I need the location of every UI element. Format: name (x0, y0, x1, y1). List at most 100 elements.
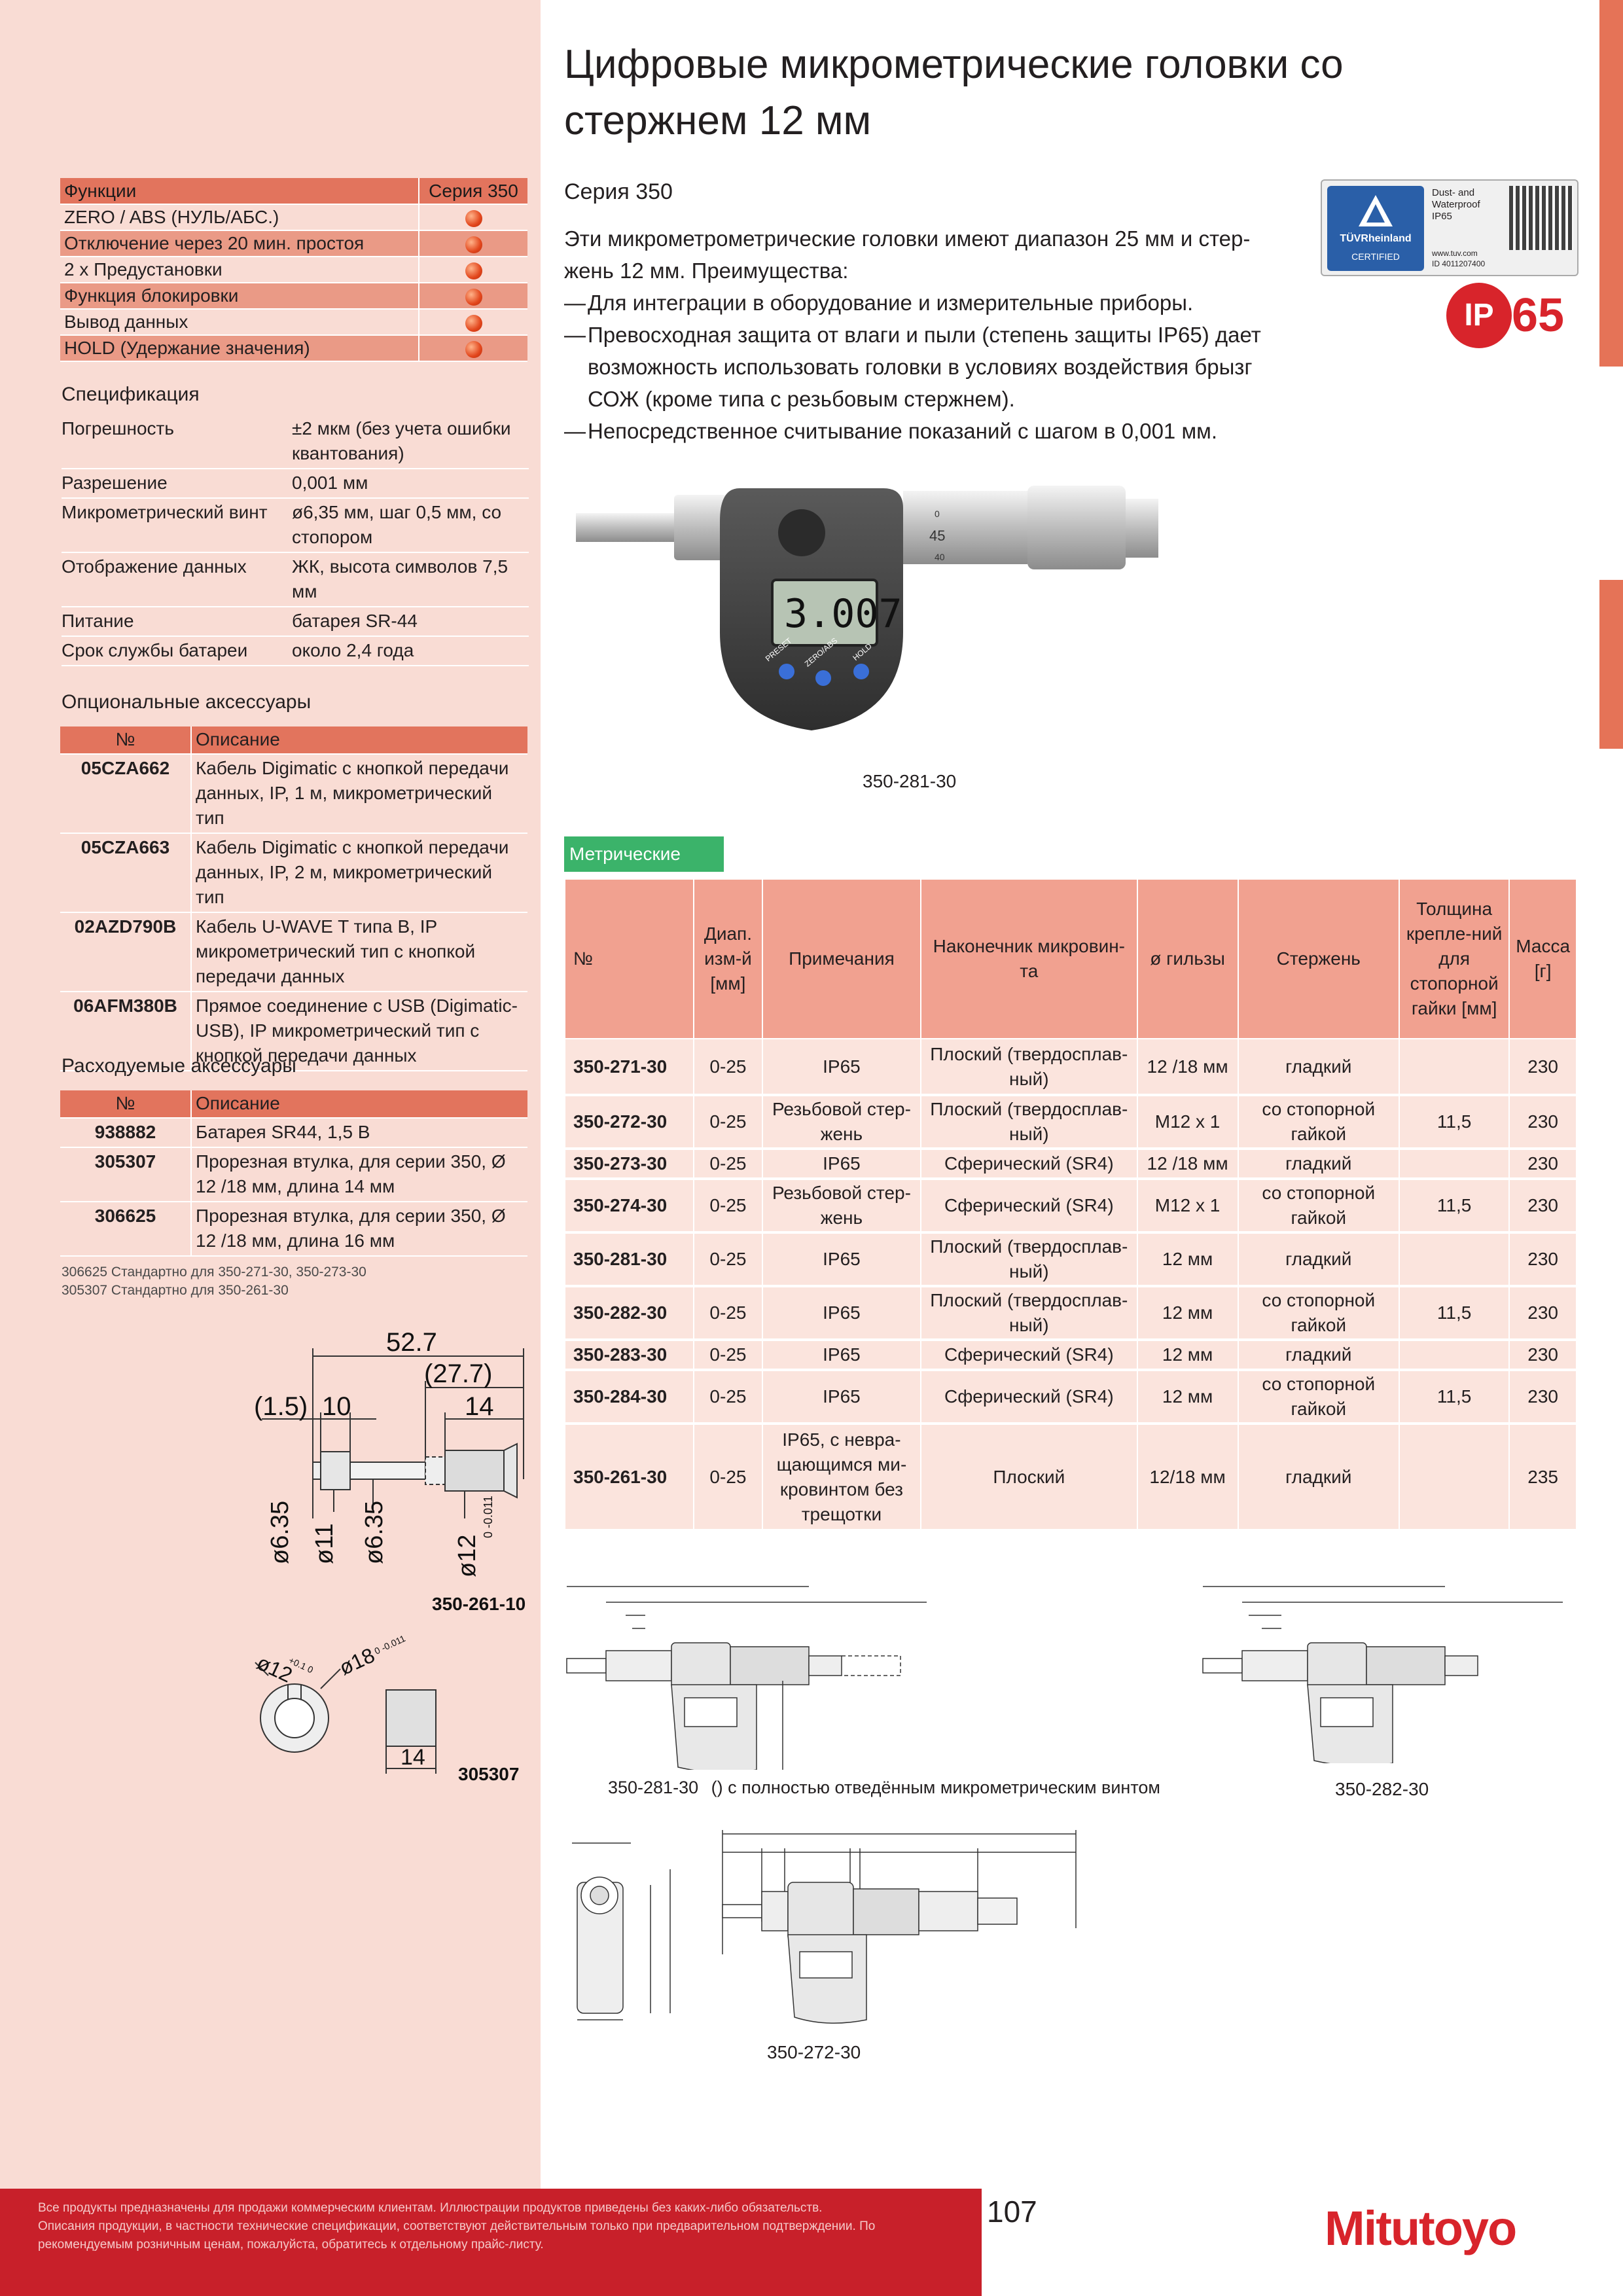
row-rod: гладкий (1237, 1232, 1400, 1287)
row-rod: со стопорной гайкой (1237, 1285, 1400, 1341)
optional-heading: Опциональные аксессуары (62, 691, 312, 713)
footer-disclaimer: Все продукты предназначены для продажи к… (0, 2189, 982, 2296)
col-tip: Наконечник микровин-та (920, 878, 1138, 1039)
accessory-code: 05CZA662 (60, 754, 192, 834)
col-d: ø гильзы (1136, 878, 1239, 1039)
row-nut (1398, 1148, 1510, 1180)
lcd-display: 3.007 (784, 591, 902, 637)
row-note: IP65, с невра-щающимся ми-кровинтом без … (761, 1423, 922, 1530)
sleeve-dim-18-tol: 0 -0.011 (373, 1633, 408, 1657)
scale-40: 40 (935, 552, 945, 562)
footer-line: Описания продукции, в частности техничес… (38, 2219, 876, 2233)
col-rod: Стержень (1237, 878, 1400, 1039)
dot-icon (465, 314, 482, 332)
sleeve-caption: 305307 (458, 1764, 519, 1784)
row-no: 350-273-30 (563, 1148, 695, 1180)
row-range: 0-25 (693, 1369, 763, 1425)
row-d: 12 мм (1136, 1369, 1239, 1425)
tuv-triangle-icon (1359, 195, 1393, 226)
row-nut (1398, 1038, 1510, 1096)
row-range: 0-25 (693, 1038, 763, 1096)
drawing-c-caption: 350-272-30 (767, 2042, 861, 2062)
row-mass: 230 (1508, 1369, 1577, 1425)
accessory-desc: Кабель U-WAVE T типа B, IP микрометричес… (191, 912, 527, 992)
ip65-badge: IP 65 (1446, 283, 1571, 348)
function-label: ZERO / ABS (НУЛЬ/АБС.) (60, 204, 419, 231)
dot-icon (465, 209, 482, 227)
row-range: 0-25 (693, 1339, 763, 1371)
functions-header: Функции (60, 178, 419, 205)
accessory-code: 02AZD790B (60, 912, 192, 992)
spec-key: Питание (62, 607, 292, 637)
row-mass: 230 (1508, 1148, 1577, 1180)
dot-icon (465, 288, 482, 306)
row-no: 350-271-30 (563, 1038, 695, 1096)
row-nut: 11,5 (1398, 1094, 1510, 1150)
accessory-code: 06AFM380B (60, 992, 192, 1071)
consumable-desc: Прорезная втулка, для серии 350, Ø 12 /1… (191, 1147, 527, 1202)
row-d: 12 мм (1136, 1232, 1239, 1287)
dot-icon (465, 340, 482, 358)
consumable-code: 306625 (60, 1202, 192, 1257)
accessory-desc: Прямое соединение с USB (Digimatic-USB),… (191, 992, 527, 1071)
spec-value: ЖК, высота символов 7,5 мм (292, 552, 529, 607)
specification-table: Погрешность±2 мкм (без учета ошибки кван… (62, 415, 529, 666)
consumables-header-desc: Описание (191, 1090, 527, 1119)
ip-number: 65 (1512, 289, 1565, 342)
sleeve-dim-12: ø12 (253, 1651, 296, 1687)
col-mass: Масса [г] (1508, 878, 1577, 1039)
spec-value: около 2,4 года (292, 636, 529, 666)
intro-paragraph: Эти микрометрометрические головки имеют … (564, 226, 1251, 283)
consumables-header-no: № (60, 1090, 192, 1119)
row-tip: Сферический (SR4) (920, 1339, 1138, 1371)
optional-header-no: № (60, 726, 192, 755)
optional-header-desc: Описание (191, 726, 527, 755)
row-nut: 11,5 (1398, 1178, 1510, 1234)
consumable-desc: Батарея SR44, 1,5 В (191, 1118, 527, 1148)
qr-code-icon (1509, 186, 1573, 250)
row-no: 350-283-30 (563, 1339, 695, 1371)
consumables-note: 305307 Стандартно для 350-261-30 (62, 1283, 289, 1298)
row-range: 0-25 (693, 1423, 763, 1530)
spec-value: ø6,35 мм, шаг 0,5 мм, со стопором (292, 498, 529, 553)
row-rod: гладкий (1237, 1339, 1400, 1371)
function-label: Функция блокировки (60, 283, 419, 310)
spec-key: Погрешность (62, 415, 292, 469)
row-d: 12 /18 мм (1136, 1148, 1239, 1180)
row-d: M12 x 1 (1136, 1178, 1239, 1234)
accessory-code: 05CZA663 (60, 833, 192, 913)
row-rod: гладкий (1237, 1038, 1400, 1096)
dim-635a: ø6.35 (266, 1501, 294, 1564)
row-nut (1398, 1232, 1510, 1287)
photo-caption: 350-281-30 (863, 771, 957, 791)
row-tip: Сферический (SR4) (920, 1178, 1138, 1234)
row-tip: Сферический (SR4) (920, 1369, 1138, 1425)
row-note: IP65 (761, 1369, 922, 1425)
dim-11: ø11 (311, 1523, 338, 1564)
cert-line1: Dust- and (1432, 187, 1475, 198)
row-note: Резьбовой стер-жень (761, 1178, 922, 1234)
row-note: IP65 (761, 1038, 922, 1096)
bullet-item: Для интеграции в оборудование и измерите… (564, 287, 1284, 319)
consumable-code: 305307 (60, 1147, 192, 1202)
dim-15: (1.5) (254, 1392, 308, 1421)
row-d: 12 мм (1136, 1339, 1239, 1371)
drawing-a-note: () с полностью отведённым микрометрическ… (711, 1778, 1160, 1797)
consumable-code: 938882 (60, 1118, 192, 1148)
tuv-certificate: TÜVRheinland CERTIFIED Dust- and Waterpr… (1321, 179, 1578, 276)
dim-10: 10 (322, 1392, 351, 1421)
spindle-drawing: 52.7 (27.7) (1.5) 10 14 ø6.35 ø11 ø6.35 … (253, 1328, 526, 1784)
row-tip: Плоский (твердосплав-ный) (920, 1038, 1138, 1096)
cert-line3: IP65 (1432, 211, 1452, 222)
product-photo: 3.007 PRESET ZERO/ABS HOLD 0 45 40 (576, 486, 1158, 730)
row-range: 0-25 (693, 1148, 763, 1180)
function-label: HOLD (Удержание значения) (60, 335, 419, 362)
col-note: Примечания (761, 878, 922, 1039)
row-d: M12 x 1 (1136, 1094, 1239, 1150)
row-rod: гладкий (1237, 1423, 1400, 1530)
row-range: 0-25 (693, 1178, 763, 1234)
dim-14: 14 (465, 1392, 494, 1421)
tuv-logo-box: TÜVRheinland CERTIFIED (1327, 186, 1424, 271)
row-rod: со стопорной гайкой (1237, 1094, 1400, 1150)
cert-line2: Waterproof (1432, 199, 1480, 210)
